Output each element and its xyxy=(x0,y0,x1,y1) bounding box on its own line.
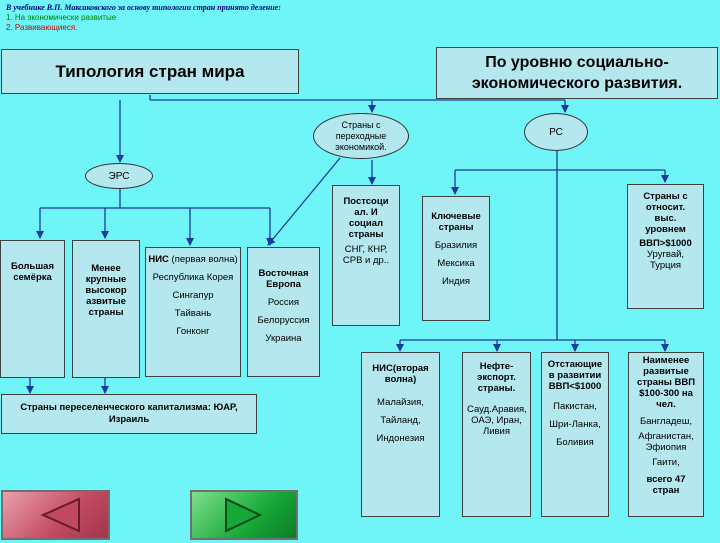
relatively-high-box: Страны с относит. выс. уровнем ВВП>$1000… xyxy=(627,184,704,309)
ers-label: ЭРС xyxy=(108,170,130,182)
rs-label: РС xyxy=(549,126,563,138)
nic2-box: НИС(вторая волна) Малайзия, Тайланд, Инд… xyxy=(361,352,440,517)
eastern-europe-item: Россия xyxy=(267,297,300,308)
eastern-europe-box: Восточная Европа Россия Белоруссия Украи… xyxy=(247,247,320,377)
note-line-2: 2. Развивающиеся. xyxy=(6,23,78,32)
oil-exporters-item: Сауд.Аравия, ОАЭ, Иран, Ливия xyxy=(467,404,527,437)
ers-node: ЭРС xyxy=(85,163,153,189)
least-developed-head: Наименее развитые страны ВВП $100-300 на… xyxy=(636,355,696,410)
less-developed-label: Менее крупные высокор азвитые страны xyxy=(85,263,127,318)
diagram-title: Типология стран мира xyxy=(1,49,299,94)
g7-label: Большая семёрка xyxy=(10,261,54,283)
least-developed-item: Бангладеш, xyxy=(640,416,692,427)
lagging-item: Шри-Ланка, xyxy=(549,419,601,430)
less-developed-box: Менее крупные высокор азвитые страны xyxy=(72,240,140,378)
left-arrow-icon xyxy=(40,497,80,533)
relatively-high-item: Уругвай, Турция xyxy=(646,249,685,271)
least-developed-total: всего 47 стран xyxy=(646,474,686,496)
lagging-head: Отстающие в развитии ВВП<$1000 xyxy=(547,359,603,392)
nic1-box: НИС (первая волна) Республика Корея Синг… xyxy=(145,247,241,377)
key-countries-item: Индия xyxy=(441,276,471,287)
post-socialist-box: Постсоци ал. И социал страны СНГ, КНР, С… xyxy=(332,185,400,326)
note-line-1: 1. На экономически развитые xyxy=(6,13,117,22)
lagging-item: Пакистан, xyxy=(553,401,597,412)
criterion-box: По уровню социально-экономического разви… xyxy=(436,47,718,99)
nic1-item: Сингапур xyxy=(172,290,214,301)
oil-exporters-head: Нефте-экспорт. страны. xyxy=(477,361,516,394)
criterion-text: По уровню социально-экономического разви… xyxy=(471,54,683,92)
nic1-head: НИС xyxy=(148,254,169,265)
relatively-high-sub: ВВП>$1000 xyxy=(639,238,692,249)
diagram-title-text: Типология стран мира xyxy=(55,61,245,81)
rs-node: РС xyxy=(524,113,588,151)
key-countries-head: Ключевые страны xyxy=(431,211,481,233)
least-developed-item: Гаити, xyxy=(652,457,680,468)
settler-capitalism-label: Страны переселенческого капитализма: ЮАР… xyxy=(20,402,238,425)
least-developed-item: Афганистан, Эфиопия xyxy=(638,431,694,453)
lagging-box: Отстающие в развитии ВВП<$1000 Пакистан,… xyxy=(541,352,609,517)
least-developed-box: Наименее развитые страны ВВП $100-300 на… xyxy=(628,352,704,517)
nic2-head: НИС(вторая волна) xyxy=(372,363,429,385)
transition-economies-node: Страны с переходные экономикой. xyxy=(313,113,409,159)
eastern-europe-item: Украина xyxy=(265,333,302,344)
back-button[interactable] xyxy=(1,490,110,540)
nic1-item: Тайвань xyxy=(174,308,212,319)
nic1-item: Республика Корея xyxy=(152,272,234,283)
settler-capitalism-box: Страны переселенческого капитализма: ЮАР… xyxy=(1,394,257,434)
lagging-item: Боливия xyxy=(556,437,594,448)
nic2-item: Тайланд, xyxy=(380,415,421,426)
nic2-item: Малайзия, xyxy=(377,397,424,408)
nic1-item: Гонконг xyxy=(176,326,210,337)
eastern-europe-head: Восточная Европа xyxy=(258,268,309,290)
note-text: В учебнике В.П. Максаковского за основу … xyxy=(6,3,326,33)
post-socialist-head: Постсоци ал. И социал страны xyxy=(343,196,389,240)
note-line-0: В учебнике В.П. Максаковского за основу … xyxy=(6,3,281,12)
relatively-high-head: Страны с относит. выс. уровнем xyxy=(643,191,688,235)
g7-box: Большая семёрка xyxy=(0,240,65,378)
next-button[interactable] xyxy=(190,490,298,540)
nic1-sub: (первая волна) xyxy=(168,254,238,265)
transition-economies-label: Страны с переходные экономикой. xyxy=(335,119,387,152)
oil-exporters-box: Нефте-экспорт. страны. Сауд.Аравия, ОАЭ,… xyxy=(462,352,531,517)
post-socialist-item: СНГ, КНР, СРВ и др.. xyxy=(342,244,390,266)
nic2-item: Индонезия xyxy=(376,433,425,444)
key-countries-item: Мексика xyxy=(437,258,475,269)
right-arrow-icon xyxy=(225,497,263,533)
eastern-europe-item: Белоруссия xyxy=(257,315,310,326)
key-countries-box: Ключевые страны Бразилия Мексика Индия xyxy=(422,196,490,321)
key-countries-item: Бразилия xyxy=(434,240,478,251)
